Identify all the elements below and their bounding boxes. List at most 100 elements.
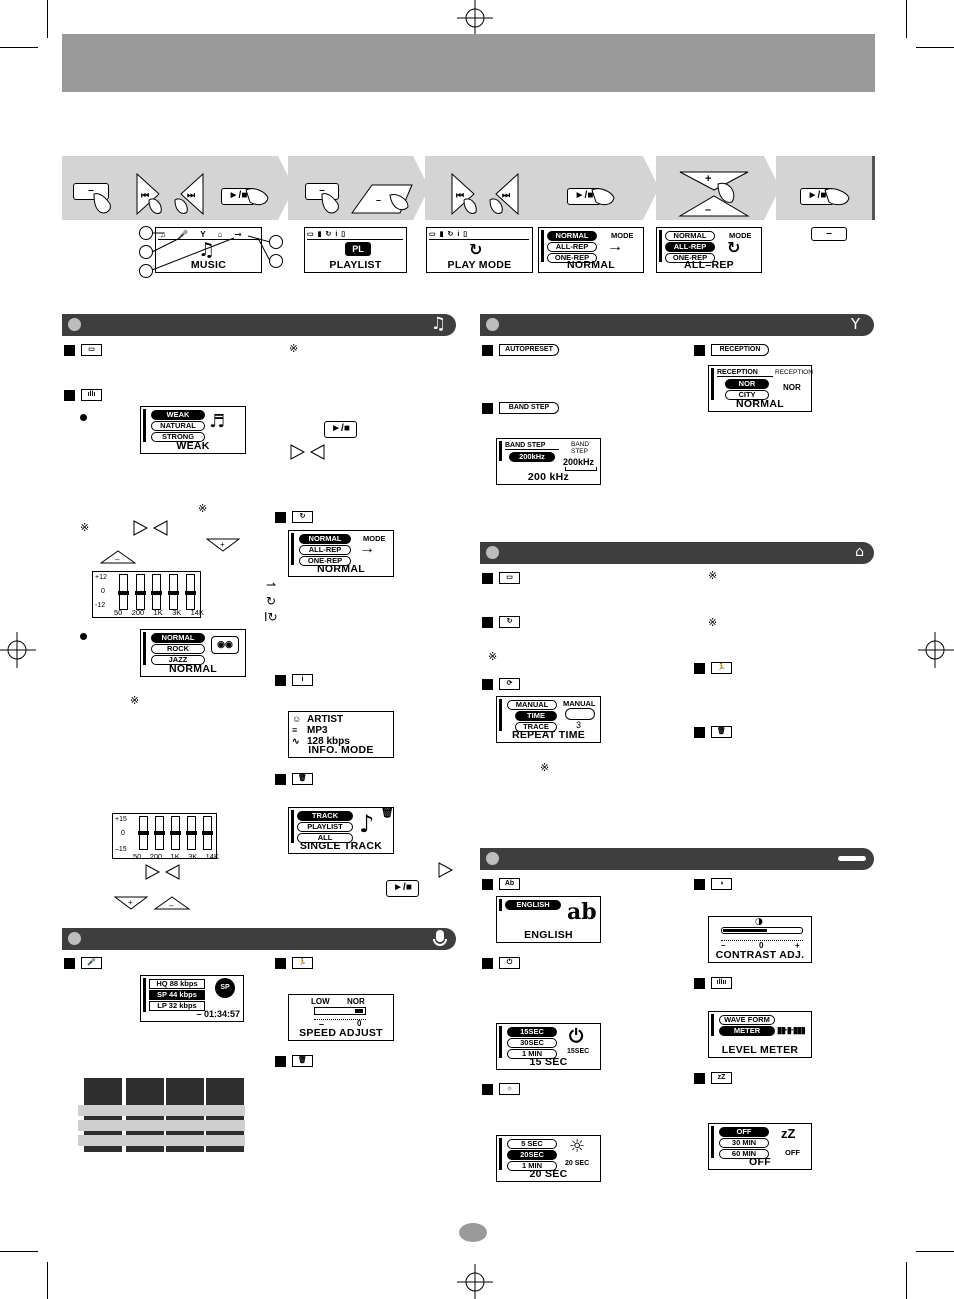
- delete-icon: 🗑: [711, 726, 732, 738]
- folder-icon: ▭: [81, 344, 102, 356]
- svg-text:+: +: [220, 540, 225, 549]
- format-icon: ≡: [292, 725, 298, 735]
- bullet-square: [694, 345, 705, 356]
- bullet-square: [482, 1084, 493, 1095]
- svg-text:⏭: ⏭: [187, 191, 196, 201]
- power-symbol-icon: ⏻: [569, 1026, 584, 1047]
- level-meter-screen: WAVE FORM METER ▮▮·▮·▮▮▮ LEVEL METER: [708, 1011, 812, 1058]
- bullet-square: [275, 512, 286, 523]
- minus-key-icon: –: [154, 896, 190, 910]
- svg-text:–: –: [376, 195, 381, 205]
- header-bar: [62, 34, 875, 92]
- next-small-icon: [438, 862, 454, 878]
- hand-press-icon: [321, 193, 339, 214]
- plus-key-icon: +: [114, 896, 148, 910]
- page-number-badge: [459, 1223, 487, 1242]
- note-mark: ※: [540, 762, 550, 774]
- hand-press-icon: [591, 188, 615, 206]
- prev-next-buttons-icon: ⏮⏭: [451, 172, 519, 216]
- mic-badge-icon: SP: [215, 978, 235, 998]
- crop-mark: [916, 47, 954, 48]
- prev-next-small-icon: [133, 520, 168, 536]
- section-bar-study: ⌂: [480, 542, 874, 564]
- plus-label: +: [705, 173, 712, 185]
- hand-press-icon: [93, 193, 111, 214]
- music-note-icon: ♫: [198, 239, 216, 261]
- info-screen: ☺ ARTIST ≡ MP3 ∿ 128 kbps INFO. MODE: [288, 711, 394, 758]
- svg-text:–: –: [169, 901, 174, 910]
- prev-next-small-icon: [290, 444, 325, 460]
- speed-icon: 🏃: [711, 662, 732, 674]
- eq-weak-screen: WEAK NATURAL STRONG ♬ WEAK: [140, 406, 246, 454]
- backlight-screen: 5 SEC 20SEC 1 MIN ☼ 20 SEC 20 SEC: [496, 1135, 601, 1182]
- autopreset-label: AUTOPRESET: [499, 344, 559, 356]
- play-stop-button-4[interactable]: ►/■: [324, 421, 357, 438]
- boombox-icon: ◉◉: [211, 636, 239, 654]
- reception-label: RECEPTION: [711, 344, 769, 356]
- minus-button-3[interactable]: –: [811, 227, 847, 241]
- svg-text:⏮: ⏮: [141, 191, 149, 201]
- section-bar-setup: [480, 848, 874, 870]
- playlist-screen: ▭▮↻i▯ PL PLAYLIST: [304, 227, 407, 273]
- music-note-icon: ♪: [359, 810, 375, 838]
- bullet-square: [482, 879, 493, 890]
- bullet-square: [694, 727, 705, 738]
- bullet-square: [64, 958, 75, 969]
- mode-icons: ♫ 🎤 Y ⌂ ⊸: [160, 230, 247, 239]
- music-screen: ♫ 🎤 Y ⌂ ⊸ ♫ MUSIC: [155, 227, 262, 273]
- registration-mark-left: [0, 632, 36, 668]
- bullet-square: [64, 390, 75, 401]
- reception-screen: RECEPTION NOR CITY RECEPTION NOR NORMAL: [708, 365, 813, 412]
- crop-mark: [0, 1251, 38, 1252]
- language-screen: ENGLISH ab ENGLISH: [496, 896, 601, 943]
- repeat-all-icon: ↻: [266, 594, 277, 608]
- mode-allrep-screen: NORMAL ALL-REP ONE-REP MODE ↻ ALL–REP: [656, 227, 762, 273]
- graduation-cap-icon: ⌂: [855, 544, 864, 560]
- delete-icon: 🗑: [292, 1055, 313, 1067]
- eq-sliders: [135, 816, 215, 850]
- bullet-square: [482, 345, 493, 356]
- contrast-icon: ◑: [711, 878, 732, 890]
- crop-mark: [47, 1262, 48, 1299]
- arrow-right-icon: ⇀: [266, 578, 277, 592]
- contrast-small-icon: ◑: [755, 917, 763, 927]
- registration-mark-right: [918, 632, 954, 668]
- mode-normal-screen: NORMAL ALL-REP ONE-REP MODE → NORMAL: [538, 227, 644, 273]
- power-off-screen: 15SEC 30SEC 1 MIN ⏻ 15SEC 15 SEC: [496, 1023, 601, 1070]
- record-quality-screen: HQ 88 kbps SP 44 kbps LP 32 kbps SP – 01…: [140, 975, 244, 1022]
- mode-screen-2: NORMAL ALL-REP ONE-REP MODE → NORMAL: [288, 530, 394, 577]
- delete-screen: TRACK PLAYLIST ALL ♪ 🗑 SINGLE TRACK: [288, 807, 394, 854]
- speed-icon: 🏃: [292, 957, 313, 969]
- crop-mark: [47, 0, 48, 38]
- note-mark: ※: [80, 522, 90, 534]
- registration-mark-top: [457, 0, 493, 38]
- bullet-square: [694, 879, 705, 890]
- power-icon: ⏻: [499, 957, 520, 969]
- repeat-time-icon: ⟳: [499, 678, 520, 690]
- volume-minus-key-icon: –: [351, 184, 413, 214]
- prev-next-small-icon: [145, 864, 180, 880]
- sun-icon: ☼: [569, 1136, 586, 1157]
- playlist-icon: PL: [345, 242, 371, 256]
- repeat-one-icon: I↻: [264, 610, 278, 624]
- bullet-square: [482, 679, 493, 690]
- prev-next-buttons-icon: ⏮⏭: [136, 172, 204, 216]
- note-mark: ※: [130, 695, 140, 707]
- plus-minus-key-icon: [678, 171, 750, 217]
- note-mark: ※: [488, 651, 498, 663]
- eq-sliders: [115, 574, 199, 610]
- sleep-icon: zZ: [711, 1072, 732, 1084]
- play-stop-button-5[interactable]: ►/■: [386, 880, 419, 897]
- eq-graph-1: +12 0 -12: [92, 571, 201, 618]
- arrow-right-icon: →: [359, 540, 375, 557]
- repeat-icon: ↻: [469, 240, 483, 259]
- bullet-square: [482, 958, 493, 969]
- sleep-screen: OFF 30 MIN 60 MIN zZ OFF OFF: [708, 1123, 812, 1170]
- contrast-bar: [721, 927, 803, 934]
- hand-press-icon: [824, 188, 850, 206]
- eq-normal-screen: NORMAL ROCK JAZZ ◉◉ NORMAL: [140, 629, 246, 677]
- callout-lines: [151, 232, 271, 271]
- eq-graph-2: +15 0 –15: [112, 813, 217, 859]
- bullet-square: [275, 1056, 286, 1067]
- bullet-square: [694, 978, 705, 989]
